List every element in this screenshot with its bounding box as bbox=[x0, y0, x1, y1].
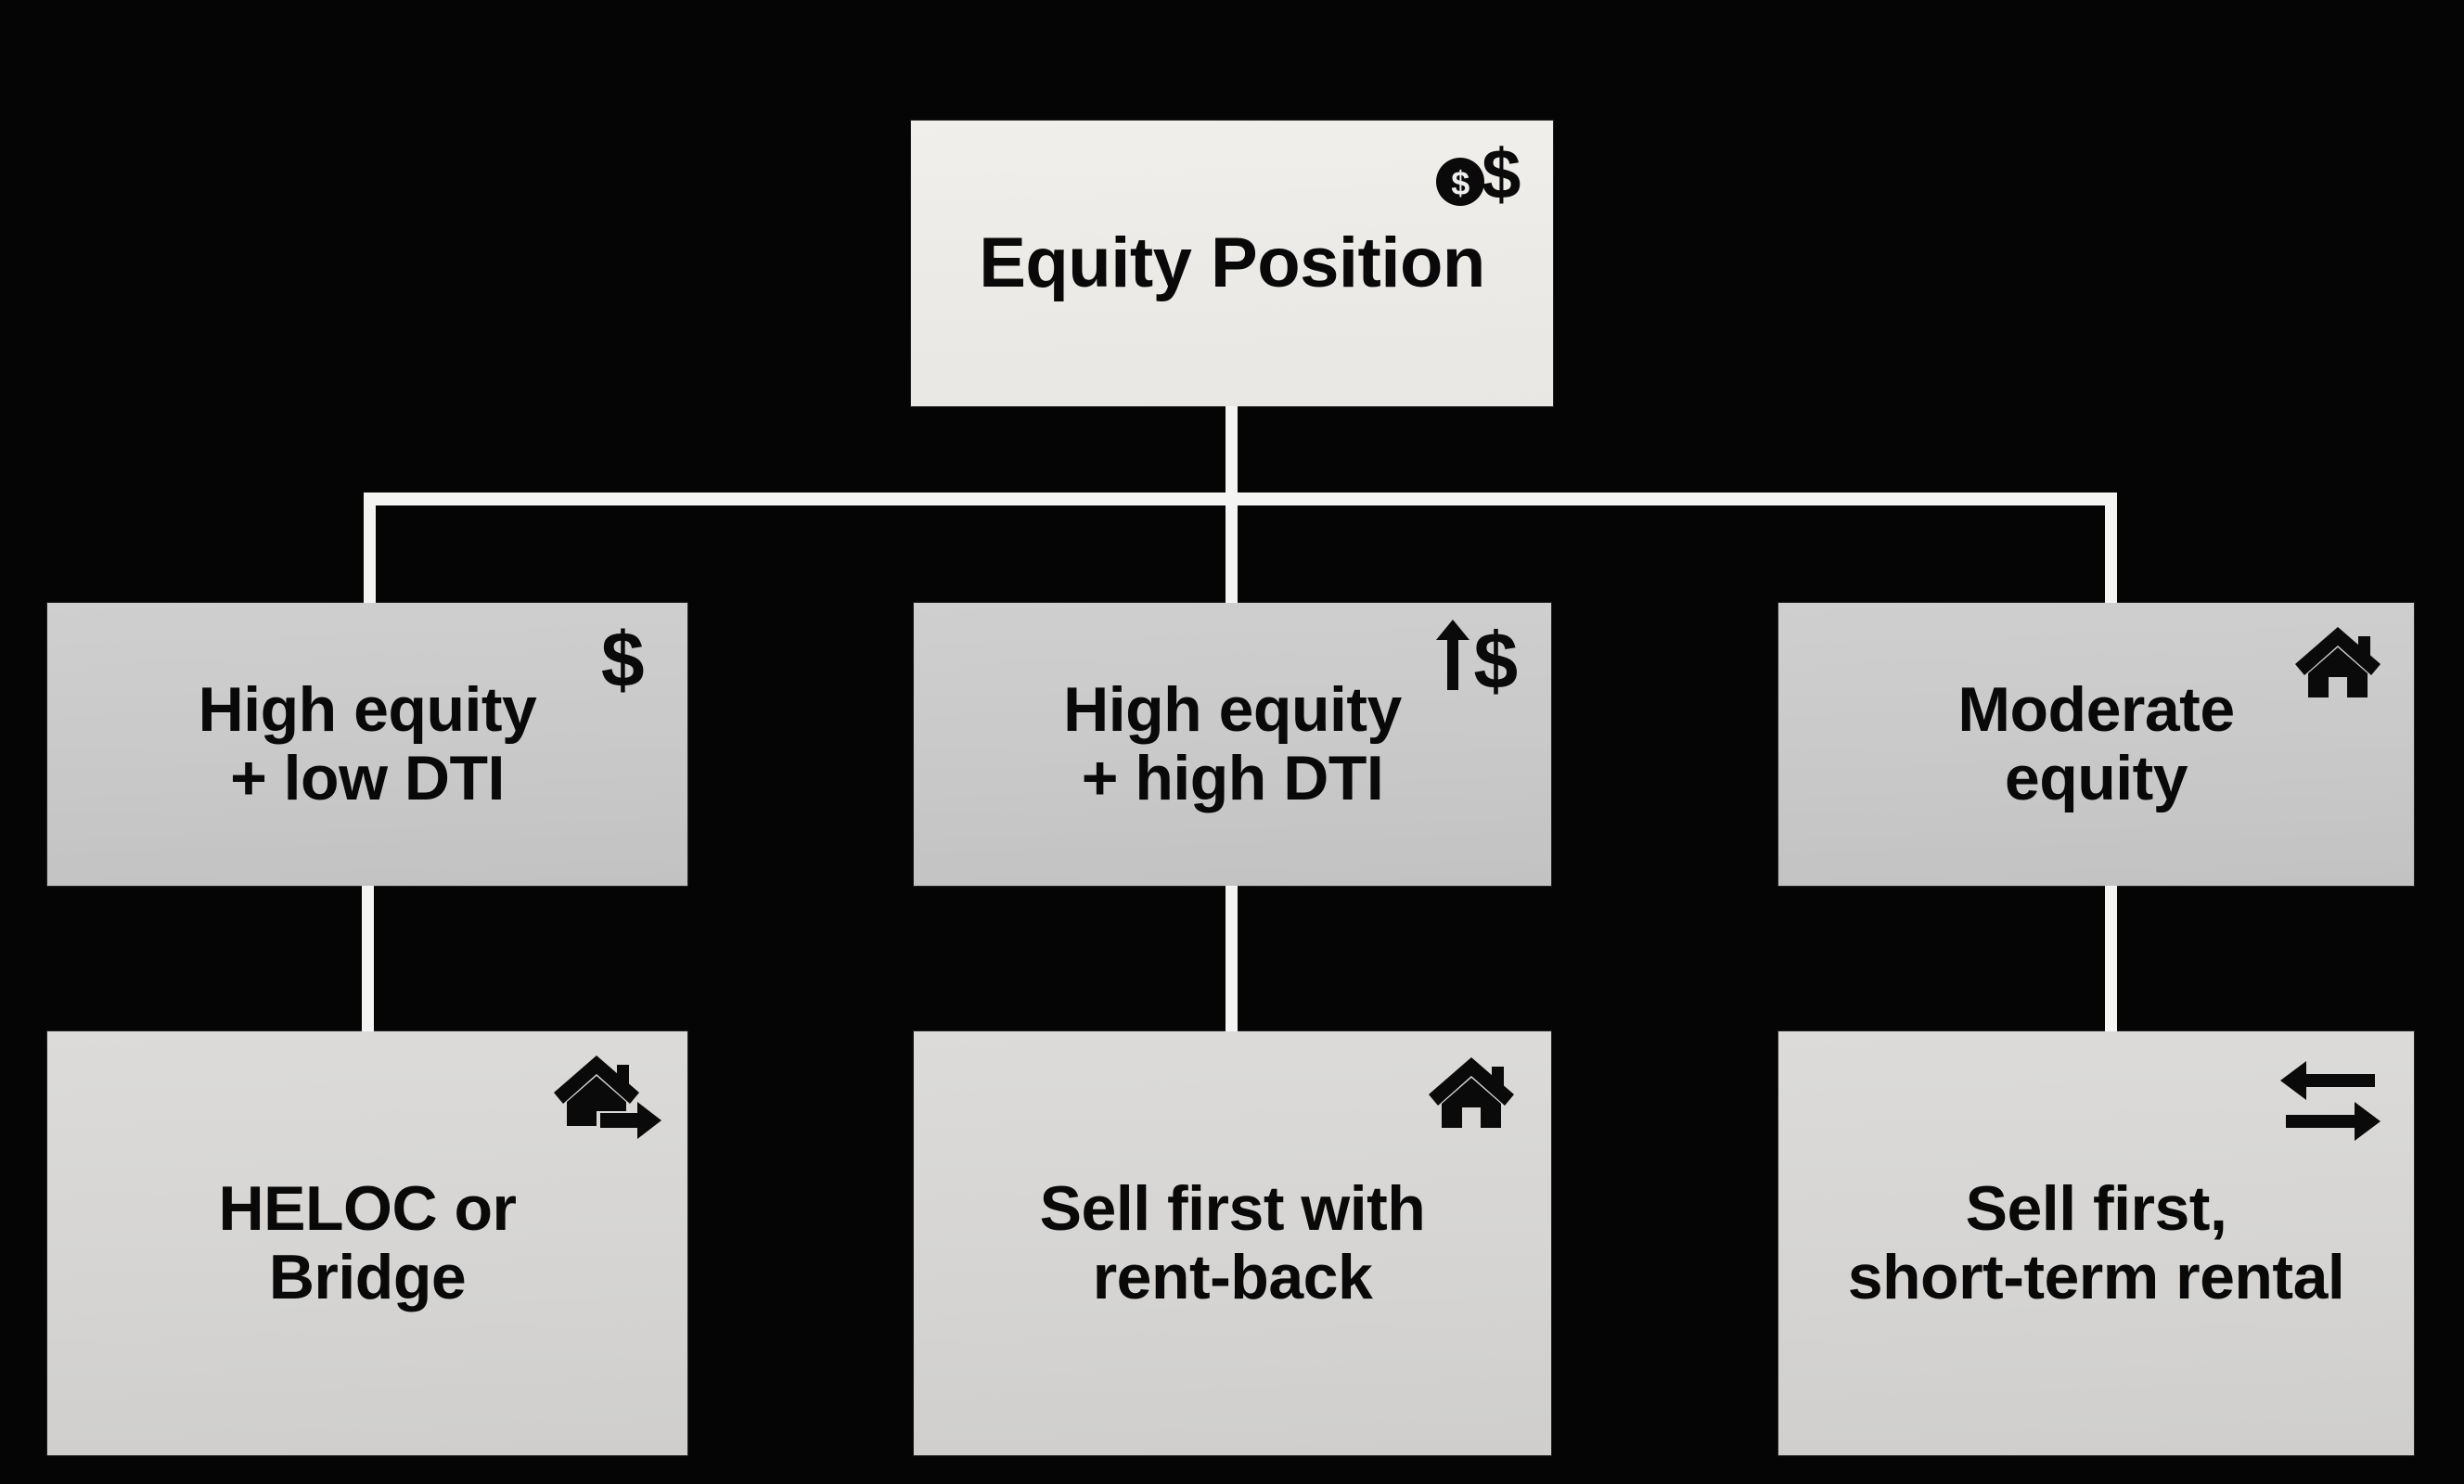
node-heloc-or-bridge-label: HELOC or Bridge bbox=[218, 1173, 517, 1312]
node-moderate-equity[interactable]: Moderate equity bbox=[1778, 603, 2414, 886]
connector-bus-to-tier2-3 bbox=[2105, 493, 2117, 606]
node-equity-position[interactable]: $ $ Equity Position bbox=[911, 121, 1553, 406]
node-sell-first-rent-back[interactable]: Sell first with rent-back bbox=[914, 1031, 1551, 1455]
house-icon bbox=[1427, 1054, 1516, 1132]
connector-tier2-2-to-tier3-2 bbox=[1226, 884, 1238, 1034]
node-high-equity-high-dti-label: High equity + high DTI bbox=[1063, 674, 1402, 813]
svg-text:$: $ bbox=[601, 616, 644, 703]
node-sell-first-short-term-rental-label: Sell first, short-term rental bbox=[1847, 1173, 2345, 1312]
svg-text:$: $ bbox=[1451, 164, 1469, 202]
svg-text:$: $ bbox=[1473, 617, 1517, 706]
dollar-sign-icon: $ bbox=[589, 616, 656, 709]
node-high-equity-low-dti-label: High equity + low DTI bbox=[198, 674, 537, 813]
connector-bus-to-tier2-2 bbox=[1226, 493, 1238, 606]
house-arrow-right-icon bbox=[548, 1052, 663, 1148]
arrows-left-right-icon bbox=[2278, 1059, 2382, 1145]
connector-tier2-1-to-tier3-1 bbox=[362, 884, 374, 1034]
connector-root-trunk bbox=[1226, 404, 1238, 497]
coin-dollar-icon: $ $ bbox=[1434, 139, 1533, 224]
node-heloc-or-bridge[interactable]: HELOC or Bridge bbox=[47, 1031, 687, 1455]
connector-bus-to-tier2-1 bbox=[364, 493, 376, 606]
connector-horizontal-bus bbox=[364, 493, 2117, 505]
node-high-equity-low-dti[interactable]: $ High equity + low DTI bbox=[47, 603, 687, 886]
node-sell-first-short-term-rental[interactable]: Sell first, short-term rental bbox=[1778, 1031, 2414, 1455]
arrow-up-dollar-icon: $ bbox=[1423, 614, 1525, 709]
node-sell-first-rent-back-label: Sell first with rent-back bbox=[1039, 1173, 1426, 1312]
house-icon bbox=[2293, 623, 2382, 701]
node-moderate-equity-label: Moderate equity bbox=[1957, 674, 2235, 813]
svg-text:$: $ bbox=[1482, 139, 1521, 214]
node-high-equity-high-dti[interactable]: $ High equity + high DTI bbox=[914, 603, 1551, 886]
connector-tier2-3-to-tier3-3 bbox=[2105, 884, 2117, 1034]
node-equity-position-label: Equity Position bbox=[979, 223, 1485, 302]
